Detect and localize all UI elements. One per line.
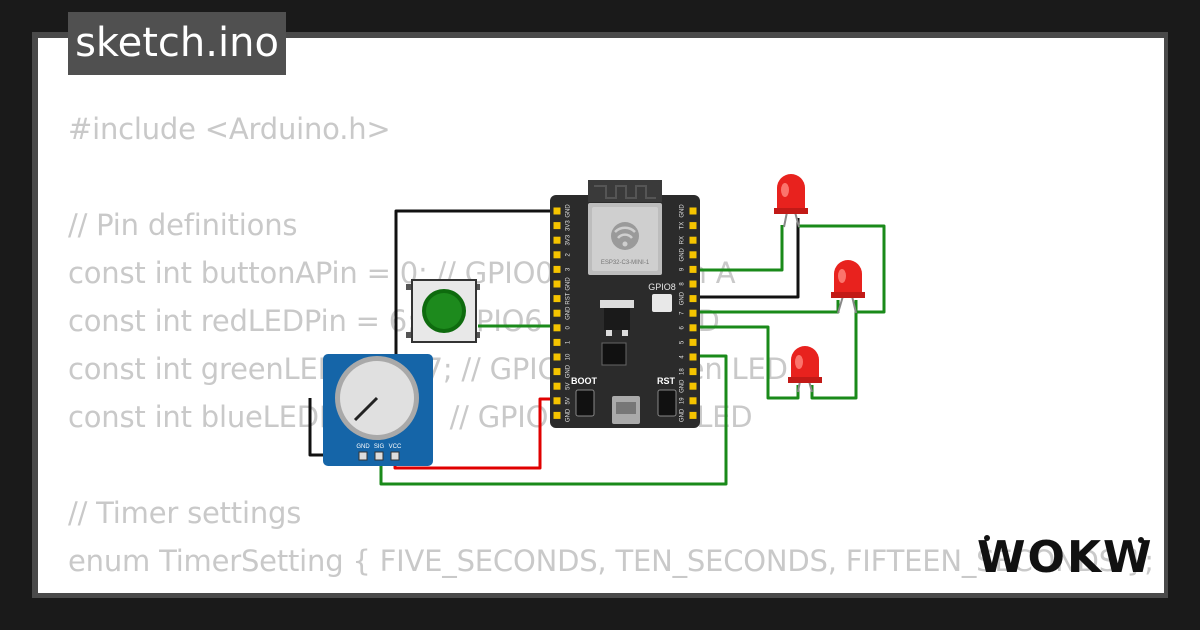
wire-led1 [692,225,784,272]
pin-label: 8 [680,282,686,286]
pin-pad[interactable] [689,207,697,215]
esp32-board: ESP32-C3-MINI-1 GPIO8 BOOT RST GND 3V3 3V3… [550,180,700,428]
wire-gnd-leds [692,218,800,299]
pin-pad[interactable] [689,368,697,376]
pin-pad[interactable] [689,222,697,230]
led-1 [774,174,808,228]
pin-pad[interactable] [553,309,561,317]
pin-label: 4 [680,355,686,359]
pin-pad[interactable] [553,368,561,376]
boot-label: BOOT [571,376,598,386]
pot-pin-label: GND [356,444,370,450]
pin-label: GND [680,291,686,305]
pin-pad[interactable] [553,236,561,244]
pin-label: GND [680,247,686,261]
pin-pad[interactable] [689,338,697,346]
pin-pad[interactable] [553,222,561,230]
pot-pin-pad[interactable] [374,451,384,461]
pot-pin-pad[interactable] [390,451,400,461]
onboard-rgb-led [652,294,672,312]
pin-pad[interactable] [689,309,697,317]
pin-label: 5 [680,340,686,344]
pin-pad[interactable] [553,382,561,390]
rst-label: RST [657,376,676,386]
pin-label: 9 [680,267,686,271]
pin-label: GND [680,204,686,218]
led-2 [831,260,865,314]
pin-pad[interactable] [553,251,561,259]
pin-pad[interactable] [553,397,561,405]
code-line: enum TimerSetting { FIVE_SECONDS, TEN_SE… [68,544,1154,578]
pin-label: GND [680,408,686,422]
pin-label: 3 [566,267,572,271]
module-label: ESP32-C3-MINI-1 [601,260,650,266]
pin-label: 0 [566,325,572,329]
pin-pad[interactable] [553,295,561,303]
pin-label: GND [680,379,686,393]
boot-button[interactable] [575,389,595,417]
wire-led-common [798,224,886,314]
pin-pad[interactable] [689,251,697,259]
pin-pad[interactable] [689,236,697,244]
pin-pad[interactable] [553,207,561,215]
push-button[interactable] [406,279,480,343]
pin-label: 19 [680,397,686,404]
pin-pad[interactable] [689,324,697,332]
pot-pin-label: VCC [389,444,402,450]
pin-pad[interactable] [689,382,697,390]
file-title: sketch.ino [68,12,286,75]
pot-pin-pad[interactable] [358,451,368,461]
pin-pad[interactable] [689,353,697,361]
pin-label: RST [566,292,572,304]
espressif-logo-icon [611,222,639,250]
pin-pad[interactable] [553,338,561,346]
pin-pad[interactable] [689,397,697,405]
potentiometer[interactable]: GND SIG VCC [323,354,433,466]
pin-label: RX [680,236,686,244]
code-line: TimerSetting current = TimerSetting::FIV… [68,585,1154,593]
wire-led3-common [810,300,858,400]
pin-pad[interactable] [689,280,697,288]
pin-pad[interactable] [689,295,697,303]
pin-label: 6 [680,325,686,329]
pin-pad[interactable] [553,411,561,419]
pin-label: 5V [566,383,572,390]
code-line: #include <Arduino.h> [68,112,391,146]
pin-pad[interactable] [553,324,561,332]
wire-sig-pot [379,354,728,486]
pin-label: 7 [680,311,686,315]
pin-label: 1 [566,340,572,344]
pin-label: 3V3 [566,234,572,245]
pot-pin-label: SIG [374,444,385,450]
pin-pad[interactable] [553,280,561,288]
gpio8-label: GPIO8 [648,282,676,292]
pin-pad[interactable] [553,265,561,273]
pin-label: TX [680,222,686,230]
pin-label: 2 [566,252,572,256]
pin-label: GND [566,306,572,320]
pin-pad[interactable] [689,411,697,419]
pin-label: 3V3 [566,220,572,231]
pin-label: GND [566,277,572,291]
pin-label: 18 [680,368,686,375]
pin-label: 10 [566,353,572,360]
wire-led2 [692,300,840,314]
rst-button[interactable] [657,389,677,417]
code-line: // Pin definitions [68,208,298,242]
wokwi-logo-text: WOKWi [977,532,1155,583]
knob-indicator [353,396,379,422]
pin-label: 5V [566,397,572,404]
pin-label: GND [566,204,572,218]
pin-label: GND [566,364,572,378]
wokwi-logo: WOKWi [977,532,1155,583]
led-3 [788,346,822,393]
pin-pad[interactable] [689,265,697,273]
pin-pad[interactable] [553,353,561,361]
wire-led3 [692,325,800,400]
pin-label: GND [566,408,572,422]
code-line: // Timer settings [68,496,302,530]
